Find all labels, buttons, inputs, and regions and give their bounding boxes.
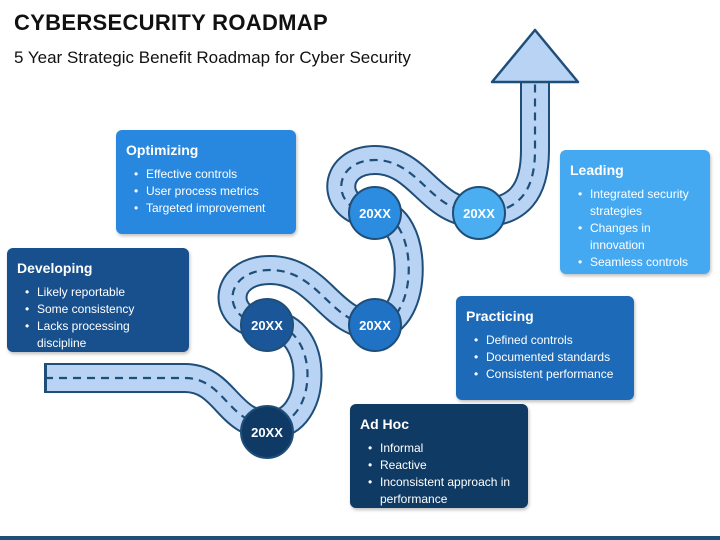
card-leading-title: Leading [570,162,624,178]
list-item: Reactive [368,457,518,474]
road-start-cap [44,363,47,393]
page-title: CYBERSECURITY ROADMAP [14,10,328,35]
card-optimizing-title: Optimizing [126,142,199,158]
card-practicing-list: Defined controls Documented standards Co… [466,332,624,383]
list-item: Some consistency [25,301,179,318]
card-optimizing: Optimizing Effective controls User proce… [116,130,296,234]
list-item: User process metrics [134,183,286,200]
page-subtitle: 5 Year Strategic Benefit Roadmap for Cyb… [14,48,411,67]
arrow-up-icon [490,28,580,84]
svg-text:20XX: 20XX [251,318,283,333]
milestone-4: 20XX [348,186,402,240]
list-item: Informal [368,440,518,457]
card-optimizing-list: Effective controls User process metrics … [126,166,286,217]
list-item: Defined controls [474,332,624,349]
card-practicing: Practicing Defined controls Documented s… [456,296,634,400]
milestone-2: 20XX [240,298,294,352]
milestone-1: 20XX [240,405,294,459]
card-developing: Developing Likely reportable Some consis… [7,248,189,352]
milestone-3: 20XX [348,298,402,352]
card-ad-hoc-title: Ad Hoc [360,416,409,432]
svg-text:20XX: 20XX [463,206,495,221]
list-item: Inconsistent approach in performance [368,474,518,508]
card-developing-list: Likely reportable Some consistency Lacks… [17,284,179,352]
card-ad-hoc: Ad Hoc Informal Reactive Inconsistent ap… [350,404,528,508]
svg-text:20XX: 20XX [359,206,391,221]
svg-text:20XX: 20XX [251,425,283,440]
milestone-5: 20XX [452,186,506,240]
card-practicing-title: Practicing [466,308,534,324]
list-item: Documented standards [474,349,624,366]
svg-text:20XX: 20XX [359,318,391,333]
card-developing-title: Developing [17,260,93,276]
bottom-accent-bar [0,536,720,540]
card-leading-list: Integrated security strategies Changes i… [570,186,700,271]
list-item: Likely reportable [25,284,179,301]
list-item: Changes in innovation [578,220,700,254]
list-item: Integrated security strategies [578,186,700,220]
list-item: Targeted improvement [134,200,286,217]
list-item: Effective controls [134,166,286,183]
card-ad-hoc-list: Informal Reactive Inconsistent approach … [360,440,518,508]
card-leading: Leading Integrated security strategies C… [560,150,710,274]
list-item: Consistent performance [474,366,624,383]
list-item: Seamless controls [578,254,700,271]
list-item: Lacks processing discipline [25,318,179,352]
